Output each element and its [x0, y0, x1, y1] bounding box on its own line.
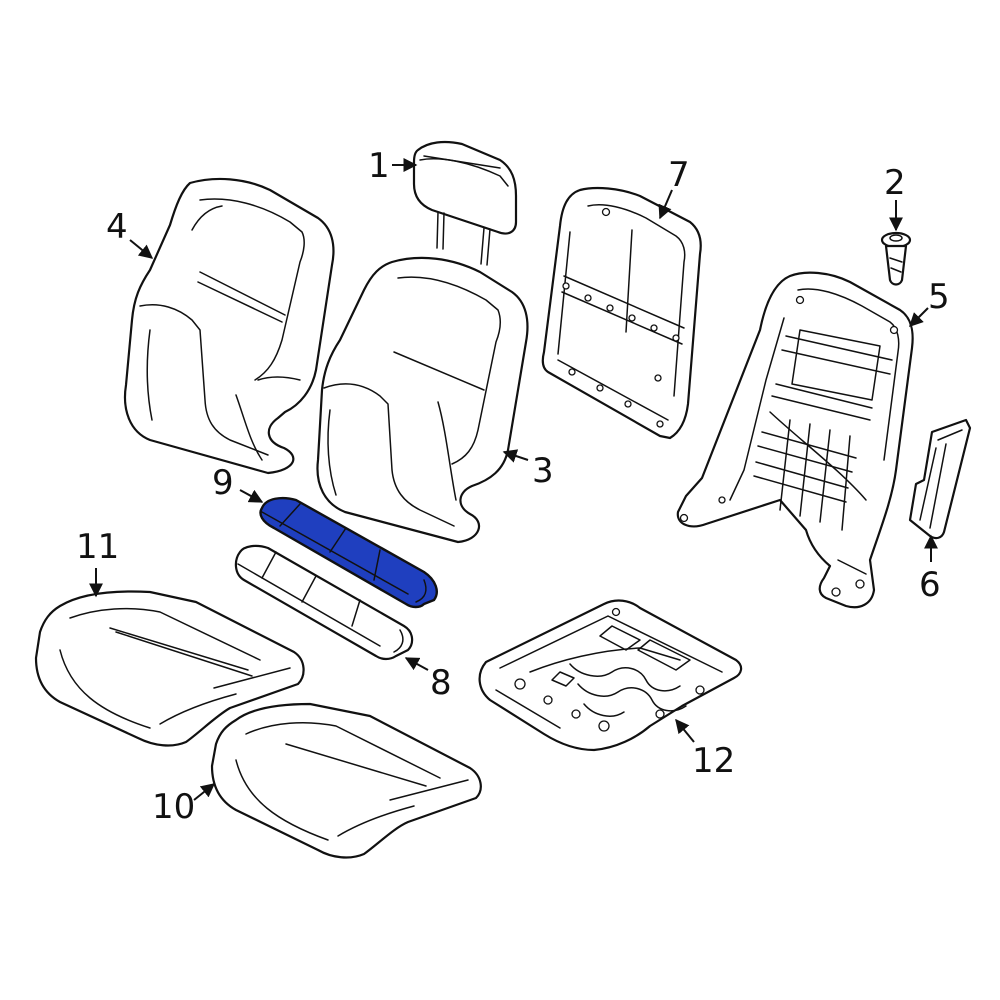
callout-7: 7	[668, 155, 690, 195]
part-9-body	[259, 496, 438, 609]
callout-6: 6	[919, 565, 941, 605]
callout-3: 3	[532, 451, 554, 491]
callout-4: 4	[106, 207, 128, 247]
leader-9	[239, 489, 264, 503]
leader-4	[129, 239, 154, 259]
part-5-back-frame[interactable]	[676, 271, 914, 609]
part-6-trim-strip[interactable]	[908, 418, 972, 540]
part-2-clip[interactable]	[880, 231, 912, 286]
part-4-seatback-cover[interactable]	[124, 177, 335, 475]
leader-10	[193, 783, 216, 801]
callout-labels: 1 2 3 4 5 6 7 8 9 10 11 12	[76, 146, 950, 827]
callout-5: 5	[928, 277, 950, 317]
leader-7	[658, 189, 673, 220]
part-9-pad-highlighted[interactable]	[259, 496, 438, 609]
part-12-seat-pan[interactable]	[478, 599, 743, 752]
leader-8	[404, 657, 429, 671]
part-3-seatback-pad[interactable]	[316, 256, 529, 544]
callout-2: 2	[884, 163, 906, 203]
leader-3	[502, 449, 529, 463]
callout-1: 1	[368, 146, 390, 186]
callout-11: 11	[76, 527, 119, 567]
callout-10: 10	[152, 787, 195, 827]
part-1-headrest[interactable]	[412, 140, 518, 266]
leader-5	[909, 307, 929, 327]
part-8-pad[interactable]	[234, 544, 414, 661]
part-11-cushion-cover[interactable]	[34, 590, 305, 747]
callout-8: 8	[430, 663, 452, 703]
callout-9: 9	[212, 463, 234, 503]
part-10-cushion[interactable]	[210, 702, 482, 859]
leader-lines	[89, 158, 938, 801]
leader-12	[675, 718, 695, 743]
part-7-back-panel[interactable]	[541, 186, 702, 440]
callout-12: 12	[692, 741, 735, 781]
